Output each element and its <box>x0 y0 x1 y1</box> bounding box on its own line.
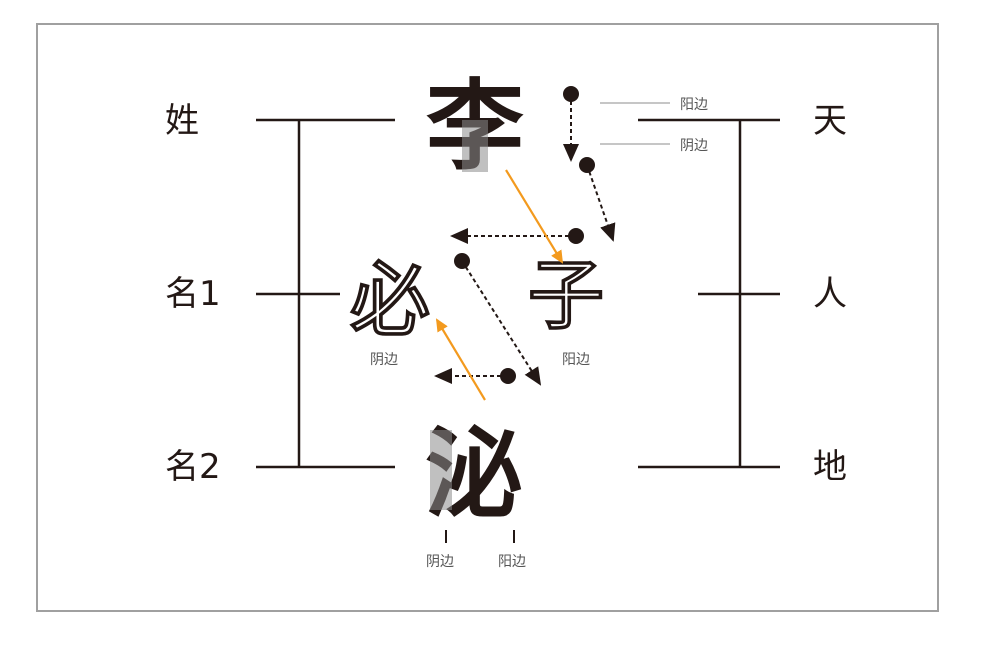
arrow-diag-down <box>461 260 542 386</box>
label-earth: 地 <box>813 447 847 487</box>
right-bracket <box>638 118 780 469</box>
char-bi: 必 <box>350 253 430 347</box>
char-zi: 子 <box>528 251 604 340</box>
left-bracket <box>256 118 395 469</box>
note-zi-right: 阳边 <box>562 352 590 368</box>
li-yin-shade <box>462 120 488 172</box>
label-human: 人 <box>813 274 847 314</box>
orange-arrow-up <box>435 318 486 401</box>
arrow-start-dots <box>454 86 595 384</box>
note-mi-left: 阴边 <box>426 554 454 570</box>
label-surname: 姓 <box>165 101 199 141</box>
label-heaven: 天 <box>813 101 847 141</box>
arrow-diag-right <box>586 164 616 242</box>
note-bi-left: 阴边 <box>370 352 398 368</box>
note-li-top-right: 阳边 <box>680 97 708 113</box>
note-li-mid-right: 阴边 <box>680 138 708 154</box>
label-given1: 名1 <box>165 274 221 314</box>
dotted-arrows <box>434 94 616 386</box>
mi-yin-shade <box>430 430 452 510</box>
orange-arrow-down <box>505 169 564 264</box>
label-given2: 名2 <box>165 447 221 487</box>
frame-border <box>36 23 939 612</box>
note-mi-right: 阳边 <box>498 554 526 570</box>
